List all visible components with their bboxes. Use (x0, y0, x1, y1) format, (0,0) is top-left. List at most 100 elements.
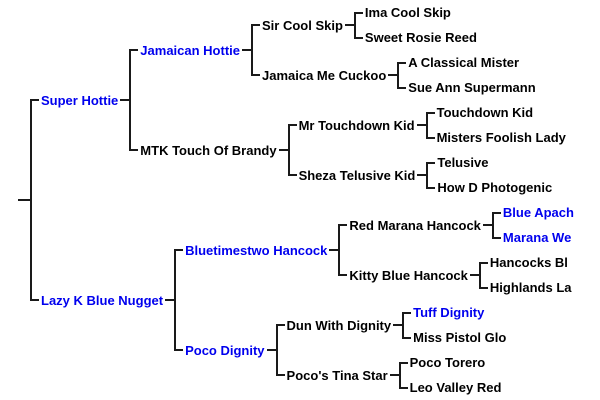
pedigree-node: Touchdown Kid (435, 100, 536, 125)
tree-branch: Super Hottie Jamaican Hottie Sir Cool Sk… (30, 0, 576, 201)
connector-stub (120, 99, 130, 101)
pedigree-node: Misters Foolish Lady (435, 125, 568, 150)
tree-branch: Sir Cool Skip Ima Cool Skip (251, 0, 538, 51)
horse-name: How D Photogenic (437, 180, 553, 195)
pedigree-node: Highlands La (488, 275, 574, 300)
root-connector-stub (18, 199, 30, 201)
horse-name: Sheza Telusive Kid (298, 167, 416, 183)
pedigree-node: Ima Cool Skip (363, 0, 453, 25)
connector-stub (242, 49, 251, 51)
offspring-group: Red Marana Hancock Blue Apach (338, 200, 576, 300)
horse-name: Kitty Blue Hancock (349, 267, 468, 283)
horse-name: Leo Valley Red (409, 380, 502, 395)
tree-branch: Misters Foolish Lady (425, 124, 568, 150)
tree-branch: Dun With Dignity Tuff Dignity (275, 300, 509, 351)
pedigree-node: Poco Torero (408, 350, 488, 375)
tree-branch: MTK Touch Of Brandy Mr Touchdown Kid (129, 99, 568, 200)
horse-name: Sue Ann Supermann (408, 80, 536, 95)
connector-stub (329, 249, 339, 251)
tree-branch: Jamaican Hottie Sir Cool Skip (129, 0, 568, 101)
tree-branch: Hancocks Bl (478, 250, 574, 276)
horse-name: Poco's Tina Star (286, 367, 388, 383)
pedigree-node: Poco Dignity Dun With Dignity (183, 300, 508, 400)
connector-stub (482, 224, 492, 226)
pedigree-node: Telusive (435, 150, 490, 175)
pedigree-node: A Classical Mister (406, 50, 521, 75)
pedigree-node: Super Hottie Jamaican Hottie Sir Cool Sk… (39, 0, 568, 200)
tree-branch: Poco Dignity Dun With Dignity (174, 299, 576, 400)
pedigree-node: Leo Valley Red (408, 375, 504, 400)
pedigree-node: How D Photogenic (435, 175, 554, 200)
pedigree-node: Jamaica Me Cuckoo A Classical Mister (260, 50, 538, 100)
horse-name: Sweet Rosie Reed (364, 30, 477, 45)
offspring-group: Dun With Dignity Tuff Dignity (275, 300, 509, 400)
connector-stub (344, 24, 354, 26)
horse-name: Jamaica Me Cuckoo (262, 67, 387, 83)
tree-branch: Poco Torero (398, 350, 504, 376)
pedigree-node: Sue Ann Supermann (406, 75, 537, 100)
pedigree-node: Bluetimestwo Hancock Red Marana Hancock (183, 200, 576, 300)
tree-branch: Blue Apach (491, 200, 576, 226)
horse-name: Misters Foolish Lady (436, 130, 566, 145)
pedigree-node: Sweet Rosie Reed (363, 25, 479, 50)
pedigree-node: Dun With Dignity Tuff Dignity (285, 300, 509, 350)
pedigree-node: Sheza Telusive Kid Telusive (297, 150, 555, 200)
pedigree-node: MTK Touch Of Brandy Mr Touchdown Kid (138, 100, 568, 200)
tree-branch: Sue Ann Supermann (397, 74, 537, 100)
tree-branch: Mr Touchdown Kid Touchdown Kid (287, 100, 568, 151)
tree-branch: Sheza Telusive Kid Telusive (287, 149, 568, 200)
horse-name: Poco Torero (409, 355, 486, 370)
pedigree-node: Hancocks Bl (488, 250, 570, 275)
horse-name: Mr Touchdown Kid (298, 117, 415, 133)
horse-name-link[interactable]: Marana We (502, 230, 572, 245)
offspring-group: A Classical Mister Sue Ann Supermann (397, 50, 537, 100)
tree-branch: Marana We (491, 224, 576, 250)
horse-name: A Classical Mister (408, 55, 520, 70)
connector-stub (278, 149, 288, 151)
offspring-group: Blue Apach Marana We (491, 200, 576, 250)
tree-branch: Sweet Rosie Reed (353, 24, 479, 50)
pedigree-node: Lazy K Blue Nugget Bluetimestwo Hancock … (39, 200, 576, 400)
pedigree-node: Tuff Dignity (411, 300, 486, 325)
tree-branch: Leo Valley Red (398, 374, 504, 400)
horse-name: Dun With Dignity (286, 317, 392, 333)
offspring-group: Touchdown Kid Misters Foolish Lady (425, 100, 568, 150)
tree-branch: Touchdown Kid (425, 100, 568, 126)
tree-branch: Poco's Tina Star Poco Torero (275, 349, 509, 400)
tree-branch: Tuff Dignity (402, 300, 508, 326)
horse-name-link[interactable]: Super Hottie (41, 92, 119, 108)
connector-stub (417, 174, 427, 176)
pedigree-node: Poco's Tina Star Poco Torero (285, 350, 504, 400)
tree-branch: Kitty Blue Hancock Hancocks Bl (338, 249, 576, 300)
horse-name-link[interactable]: Blue Apach (502, 205, 574, 220)
offspring-group: Sir Cool Skip Ima Cool Skip (251, 0, 538, 100)
connector-stub (393, 324, 403, 326)
horse-name: Hancocks Bl (489, 255, 568, 270)
horse-name-link[interactable]: Lazy K Blue Nugget (41, 292, 164, 308)
offspring-group: Mr Touchdown Kid Touchdown Kid (287, 100, 568, 200)
offspring-group: Ima Cool Skip Sweet Rosie Reed (353, 0, 479, 50)
horse-name: Sir Cool Skip (262, 17, 343, 33)
horse-name-link[interactable]: Poco Dignity (185, 342, 265, 358)
horse-name-link[interactable]: Jamaican Hottie (140, 42, 240, 58)
connector-stub (266, 349, 276, 351)
tree-branch: How D Photogenic (426, 174, 554, 200)
pedigree-node: Kitty Blue Hancock Hancocks Bl (347, 250, 573, 300)
tree-branch: Telusive (426, 150, 554, 176)
pedigree-node: Marana We (501, 225, 573, 250)
tree-branch: A Classical Mister (397, 50, 537, 76)
pedigree-node: Mr Touchdown Kid Touchdown Kid (297, 100, 568, 150)
horse-name-link[interactable]: Tuff Dignity (413, 305, 485, 320)
tree-branch: Jamaica Me Cuckoo A Classical Mister (251, 49, 538, 100)
horse-name: Telusive (437, 155, 489, 170)
horse-name-link[interactable]: Bluetimestwo Hancock (185, 242, 328, 258)
offspring-group: Bluetimestwo Hancock Red Marana Hancock (174, 200, 576, 400)
pedigree-node: Red Marana Hancock Blue Apach (347, 200, 576, 250)
horse-name: Red Marana Hancock (349, 217, 481, 233)
connector-stub (389, 374, 399, 376)
generation-1-group: Super Hottie Jamaican Hottie Sir Cool Sk… (30, 0, 576, 400)
horse-name: Highlands La (489, 280, 572, 295)
tree-branch: Bluetimestwo Hancock Red Marana Hancock (174, 200, 576, 301)
tree-branch: Red Marana Hancock Blue Apach (338, 200, 576, 251)
